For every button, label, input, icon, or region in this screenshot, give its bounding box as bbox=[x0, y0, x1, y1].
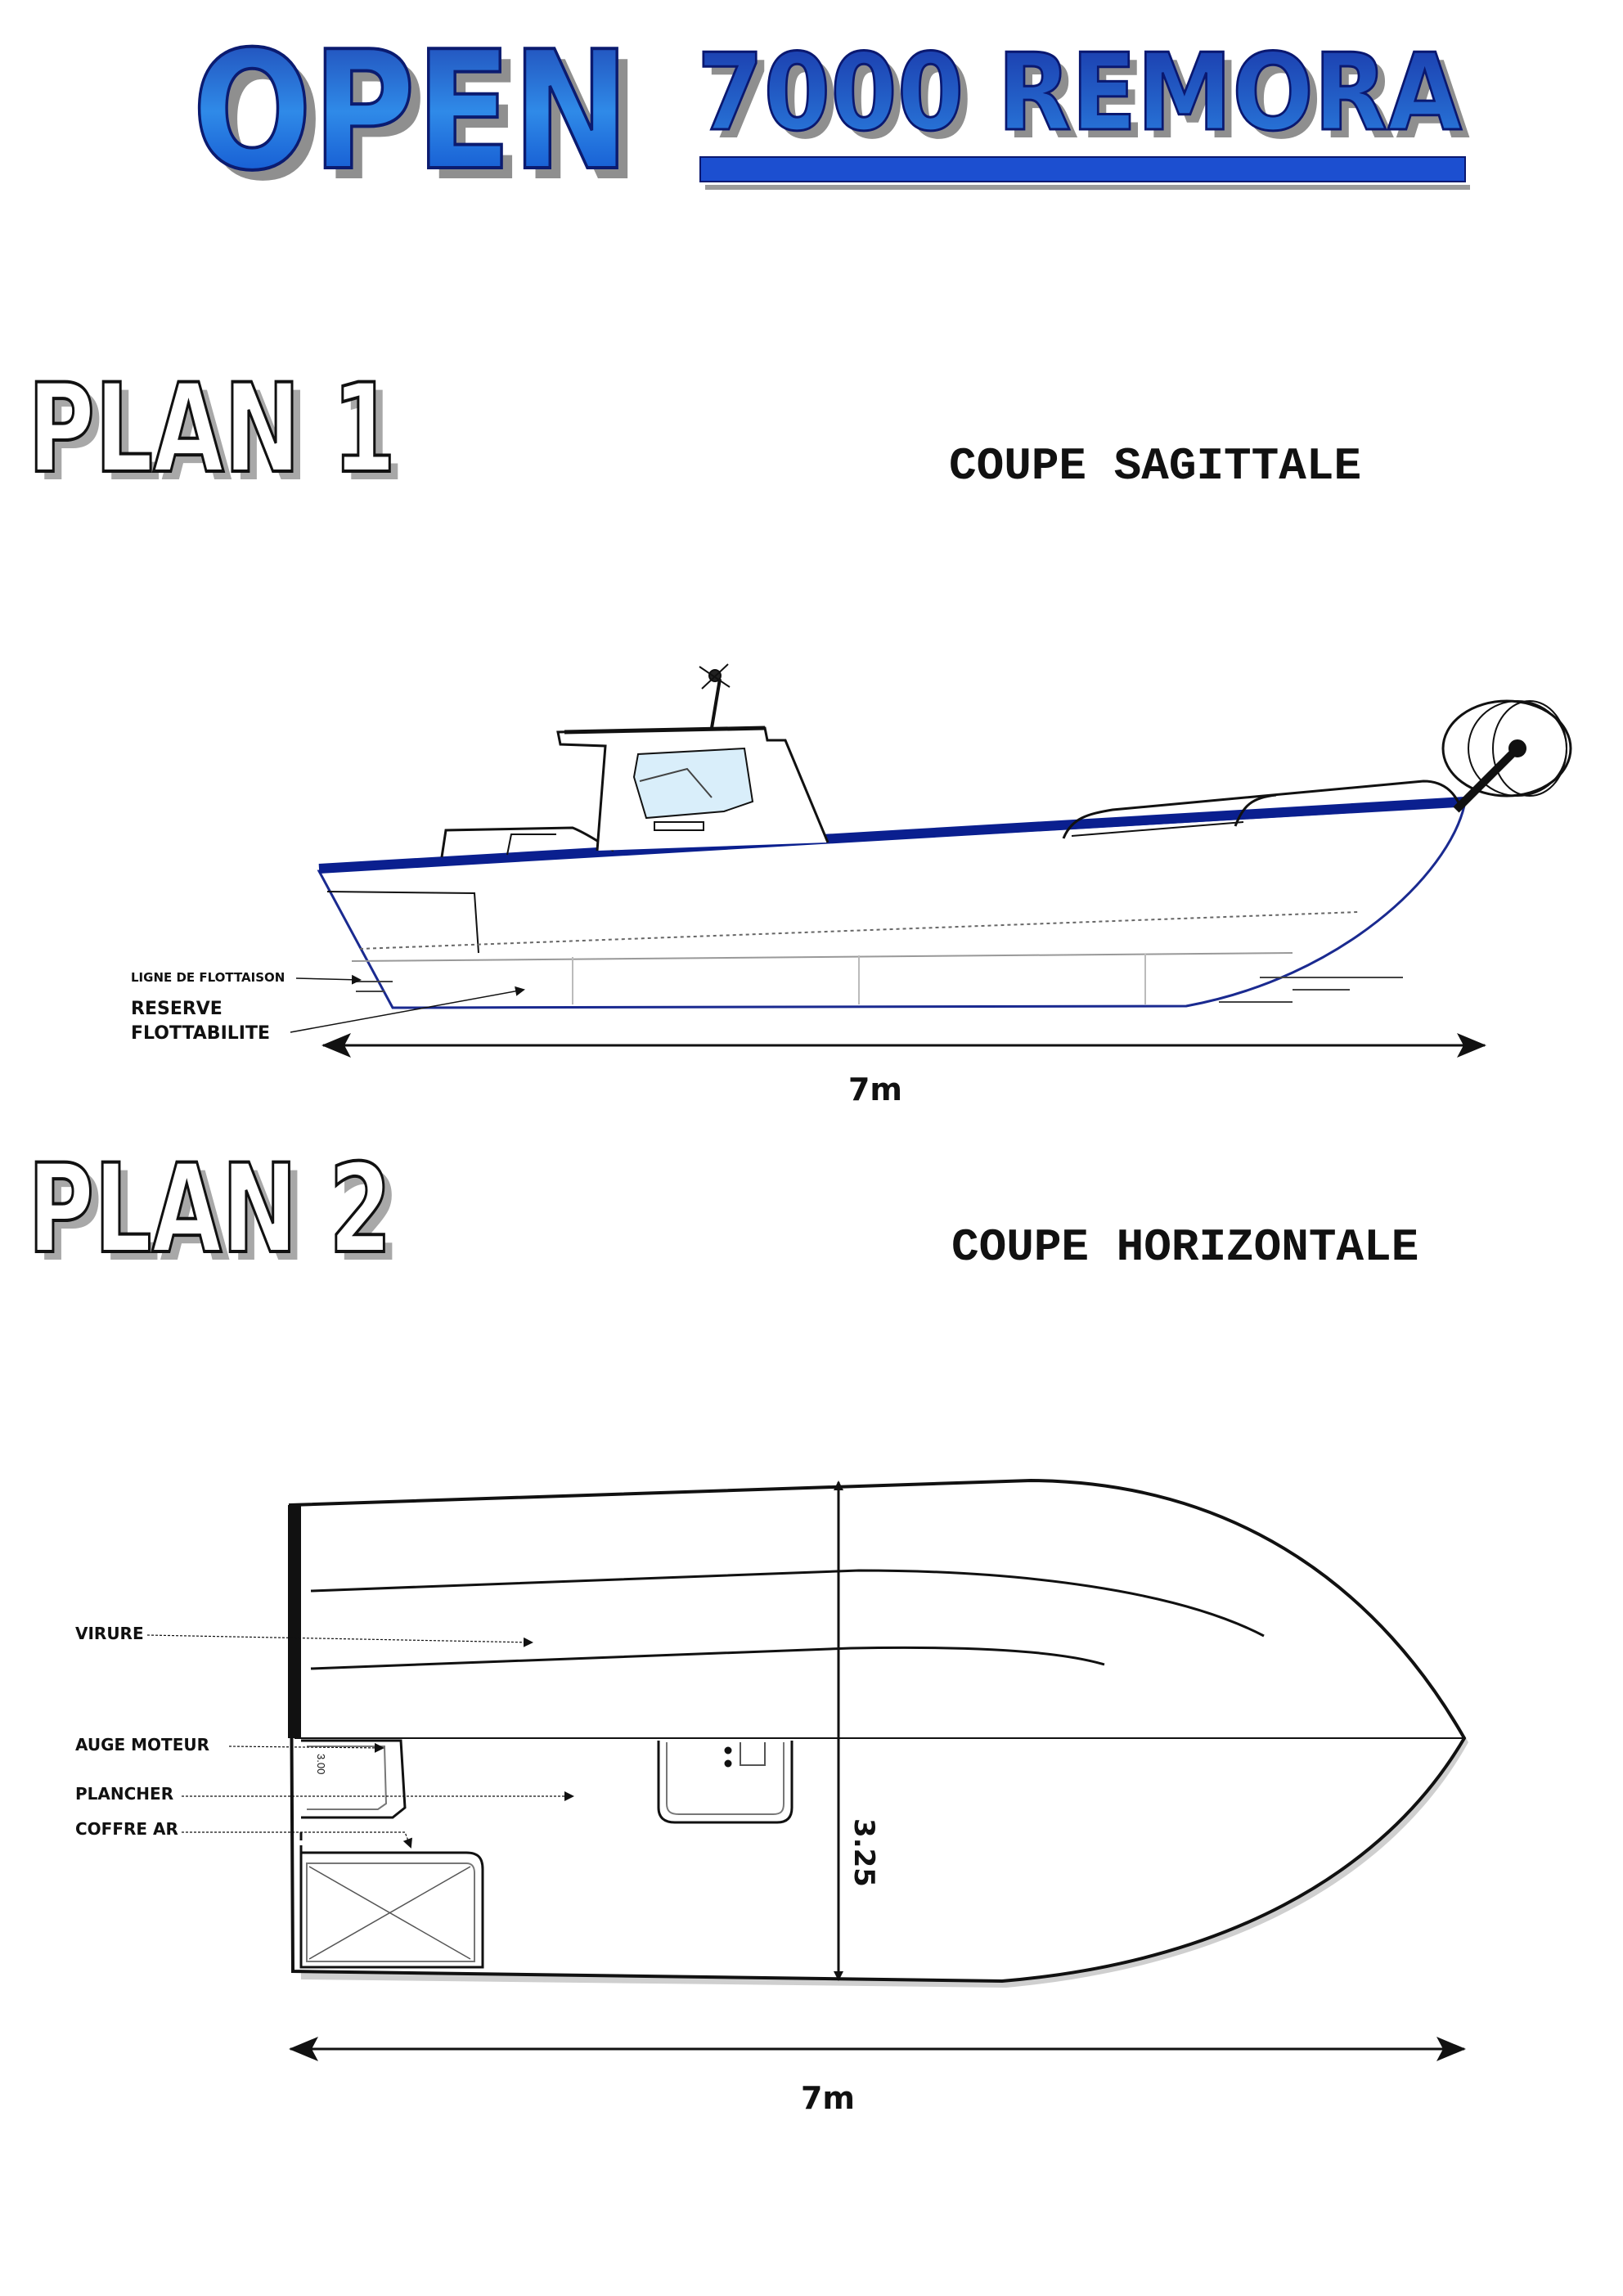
brand-title: OPEN bbox=[192, 16, 630, 207]
cabin-window bbox=[632, 747, 754, 820]
reserve-leader bbox=[290, 986, 525, 1033]
antenna-mast bbox=[710, 678, 722, 729]
engine-well-dimension: 3.00 bbox=[315, 1754, 327, 1774]
plan2-title-shadow: PLAN 2 bbox=[36, 1147, 400, 1289]
strake-label: VIRURE bbox=[75, 1624, 144, 1643]
engine-well-inner bbox=[307, 1746, 388, 1810]
deck-line bbox=[359, 911, 1359, 950]
floor-label: PLANCHER bbox=[75, 1784, 173, 1804]
plan2-length-label: 7m bbox=[801, 2080, 855, 2116]
brand-shadow: OPEN bbox=[203, 27, 641, 218]
boat-side-profile bbox=[317, 663, 1572, 1009]
aft-rail-inner bbox=[506, 833, 556, 856]
console-seat bbox=[740, 1742, 766, 1766]
plan2-section: PLAN 2 PLAN 2 COUPE HORIZONTALE 3.00 bbox=[26, 1137, 1468, 2116]
bow-roller bbox=[1441, 699, 1572, 813]
bow-rail-inner bbox=[1071, 821, 1244, 837]
plan1-length-label: 7m bbox=[848, 1072, 902, 1108]
model-underline-shadow bbox=[705, 185, 1470, 190]
plan1-title-shadow: PLAN 1 bbox=[36, 366, 404, 509]
plan1-section-title: COUPE SAGITTALE bbox=[949, 440, 1361, 492]
reserve-label-line1: RESERVE bbox=[131, 999, 223, 1019]
bulkhead-lines bbox=[572, 954, 1146, 1004]
hull-panel-line bbox=[351, 952, 1293, 962]
waterline-label: LIGNE DE FLOTTAISON bbox=[131, 970, 285, 985]
plan1-title: PLAN 1 bbox=[28, 358, 396, 501]
gunwale-band bbox=[318, 797, 1465, 874]
bow-rail bbox=[1062, 780, 1462, 839]
cabin-roof bbox=[564, 726, 766, 735]
plan1-section: PLAN 1 PLAN 1 COUPE SAGITTALE bbox=[26, 357, 1572, 1108]
engine-well-leader bbox=[228, 1742, 384, 1753]
aft-locker bbox=[299, 1851, 484, 1969]
waterline-leader bbox=[295, 974, 362, 985]
console-dot-2 bbox=[724, 1759, 732, 1768]
model-shadow: 7000 REMORA bbox=[705, 38, 1470, 163]
boat-top-view: 3.00 bbox=[288, 1478, 1468, 1988]
engine-well bbox=[301, 1739, 407, 1819]
aft-locker-label: COFFRE AR bbox=[75, 1819, 178, 1839]
antenna-rays bbox=[699, 663, 731, 690]
aft-locker-inner bbox=[306, 1862, 475, 1962]
aft-locker-cross-2 bbox=[308, 1866, 471, 1960]
model-title: 7000 REMORA bbox=[697, 30, 1462, 155]
strake-upper bbox=[310, 1569, 1265, 1638]
aft-locker-leader bbox=[182, 1831, 412, 1849]
transom bbox=[288, 1505, 301, 1738]
center-console bbox=[657, 1741, 794, 1824]
engine-well-label: AUGE MOTEUR bbox=[75, 1735, 209, 1755]
center-console-inner bbox=[666, 1742, 785, 1815]
console-dot-1 bbox=[724, 1746, 732, 1755]
strake-leader bbox=[146, 1634, 533, 1647]
beam-label: 3.25 bbox=[847, 1818, 880, 1887]
model-underline bbox=[699, 156, 1466, 182]
water-ripple-bow bbox=[1219, 977, 1403, 1003]
cabin-window-frame bbox=[639, 767, 713, 798]
hull-inner-line bbox=[326, 891, 479, 954]
reserve-label-line2: FLOTTABILITE bbox=[131, 1023, 270, 1044]
strake-lower bbox=[310, 1646, 1105, 1670]
plan2-section-title: COUPE HORIZONTALE bbox=[951, 1221, 1418, 1274]
cabin-vent bbox=[654, 821, 704, 831]
bow-rail-post bbox=[1234, 793, 1277, 827]
header: OPEN OPEN 7000 REMORA 7000 REMORA bbox=[191, 15, 1470, 218]
plan2-title: PLAN 2 bbox=[28, 1139, 392, 1281]
